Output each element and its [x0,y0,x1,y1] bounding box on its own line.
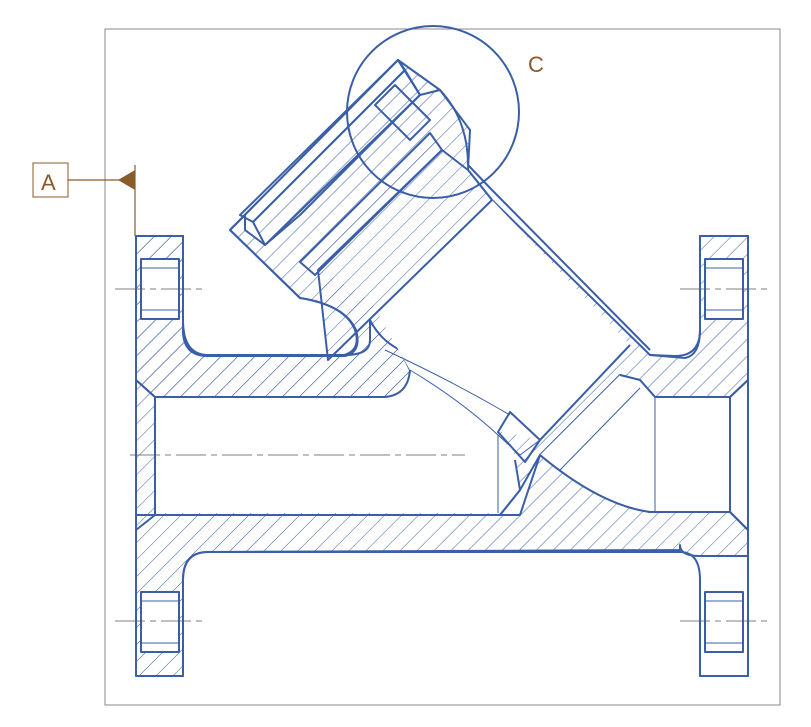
drawing-frame [104,28,781,706]
detail-label-c: C [528,52,544,77]
datum-triangle-icon [118,170,135,190]
flange-outlines [135,235,749,677]
main-bore [135,369,749,531]
detail-circle-c [346,25,520,199]
cover-plug [239,59,493,361]
datum-label-a: A [41,170,56,195]
datum-feature-a: A [32,162,136,236]
center-lines [115,288,770,622]
strainer-branch [229,59,651,471]
